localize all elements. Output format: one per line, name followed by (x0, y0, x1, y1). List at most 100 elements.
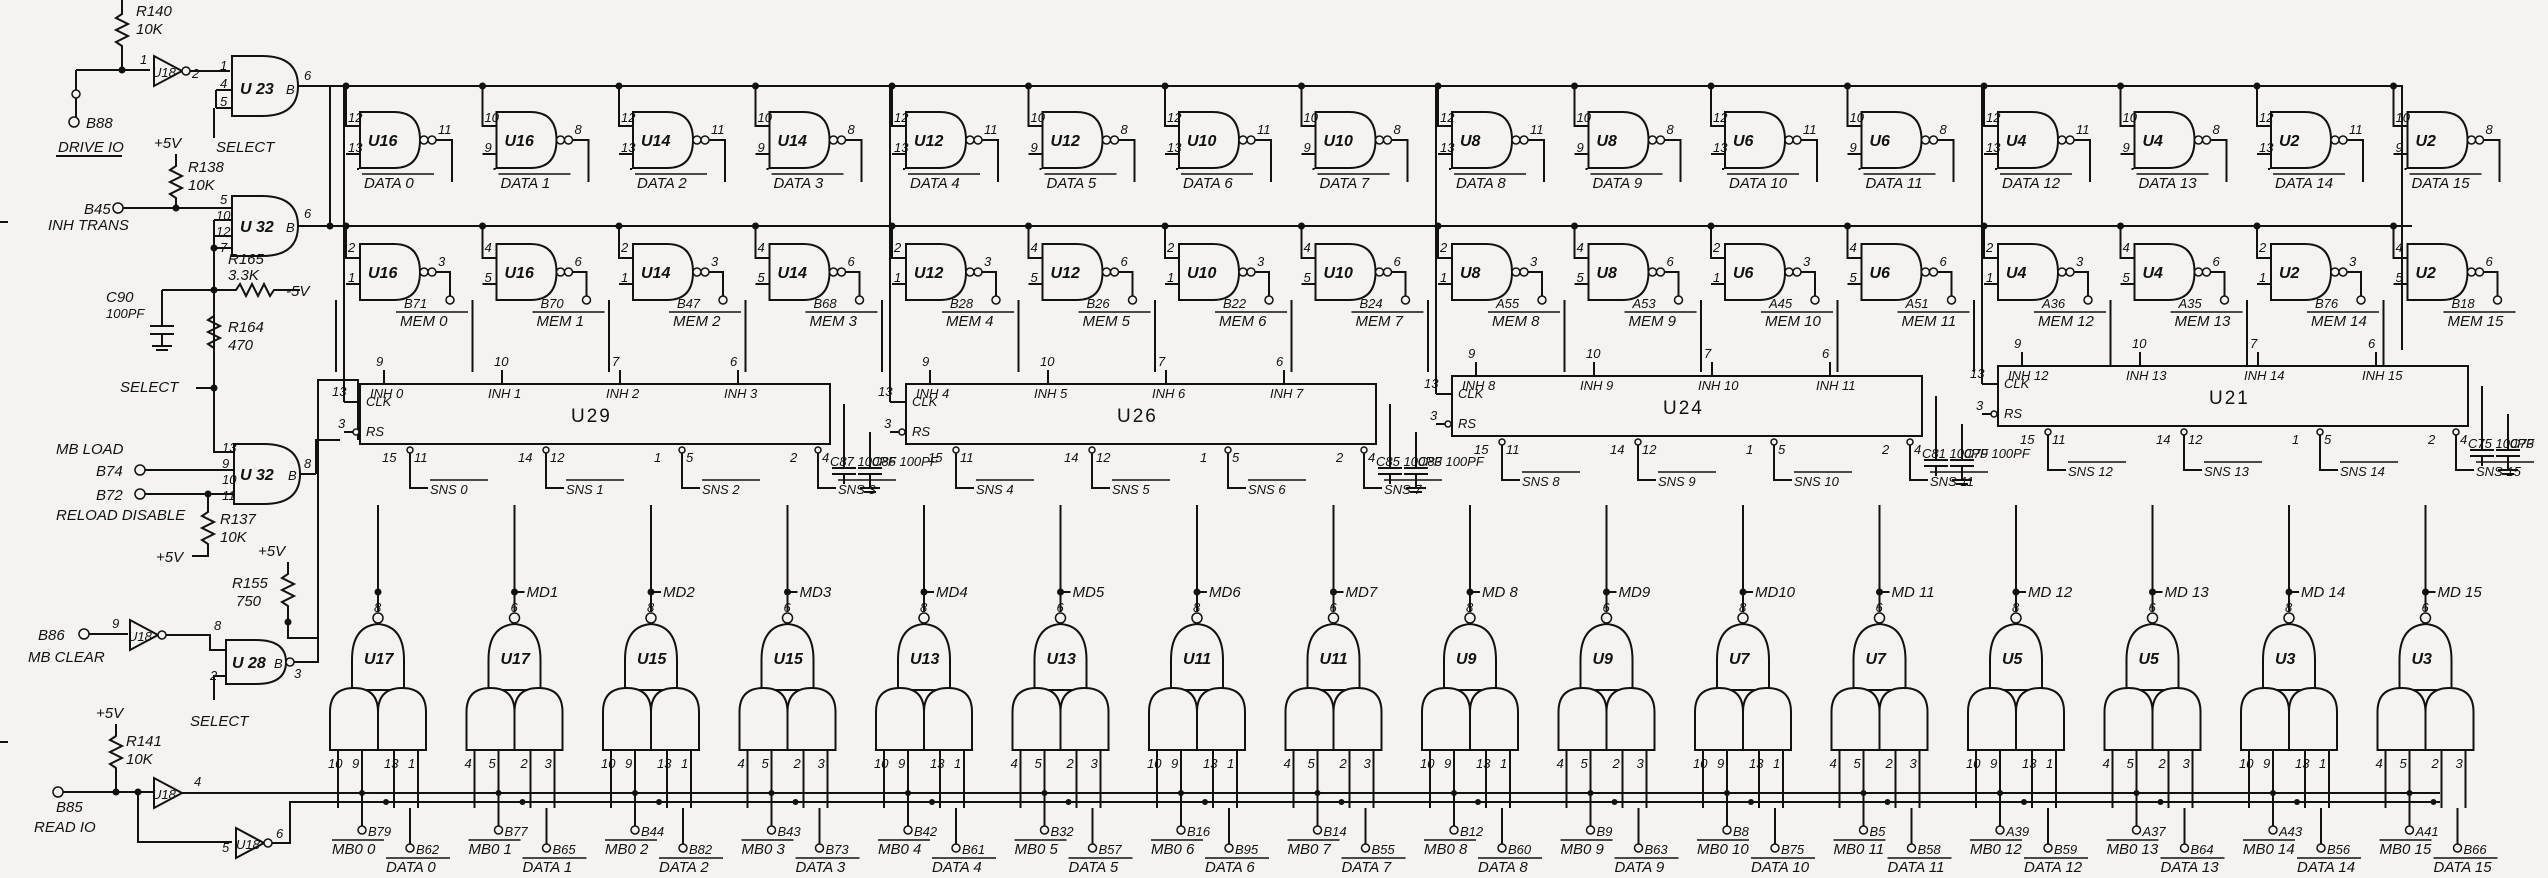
and-gate-body (2376, 686, 2427, 751)
edge-pin-label: A35 (2178, 296, 2203, 311)
and-gate-body (1421, 686, 1471, 751)
edge-pin (2083, 295, 2093, 305)
r141-label: R141 (126, 733, 162, 750)
svg-text:4: 4 (1368, 450, 1375, 465)
edge-pin (1946, 295, 1957, 305)
reload-disable-label: RELOAD DISABLE (56, 507, 186, 524)
data-line-label: DATA 10 (1751, 859, 1810, 876)
svg-text:10: 10 (1304, 110, 1319, 125)
r138-value: 10K (188, 177, 216, 194)
and-gate-body (377, 686, 427, 751)
gate-unit-label: U12 (1051, 133, 1080, 150)
edge-pin-label: B68 (814, 296, 838, 311)
svg-text:4: 4 (1031, 240, 1038, 255)
and-gate-body (1694, 686, 1744, 751)
data-line-label: DATA 5 (1069, 859, 1119, 876)
svg-text:11: 11 (984, 122, 998, 137)
and-gate-body (1148, 686, 1198, 751)
svg-text:9: 9 (1304, 140, 1311, 155)
mb-pin-label: B43 (778, 824, 802, 839)
mb-edge-pin (2268, 825, 2278, 835)
svg-text:6: 6 (730, 354, 738, 369)
svg-text:4: 4 (758, 240, 765, 255)
svg-text:1: 1 (140, 52, 147, 67)
mb-pin-label: B12 (1460, 824, 1484, 839)
svg-text:4: 4 (2103, 756, 2110, 771)
svg-text:13: 13 (222, 440, 237, 455)
u23-label: U 23 (240, 81, 274, 98)
sns-line-label: SNS 12 (2068, 464, 2114, 479)
svg-text:12: 12 (550, 450, 565, 465)
mb-pin-label: B8 (1733, 824, 1750, 839)
svg-text:1: 1 (1200, 450, 1207, 465)
mb-edge-pin (1858, 825, 1869, 835)
svg-text:5: 5 (762, 756, 770, 771)
svg-text:2: 2 (1712, 240, 1721, 255)
svg-text:13: 13 (1986, 140, 2001, 155)
svg-text:1: 1 (1167, 270, 1174, 285)
data-pin-label: B75 (1781, 842, 1805, 857)
data-edge-pin (1087, 843, 1098, 853)
mem-line-label: MEM 4 (946, 313, 994, 330)
mb-edge-pin (2404, 825, 2415, 835)
svg-text:13: 13 (621, 140, 636, 155)
svg-text:13: 13 (348, 140, 363, 155)
gate-unit-label: U12 (1051, 265, 1080, 282)
mb-edge-pin (630, 825, 640, 835)
svg-text:10: 10 (494, 354, 509, 369)
svg-text:10: 10 (758, 110, 773, 125)
svg-text:8: 8 (2213, 122, 2221, 137)
svg-text:10: 10 (1586, 346, 1601, 361)
svg-text:10: 10 (1420, 756, 1435, 771)
r138-label: R138 (188, 159, 225, 176)
drive-io-label: DRIVE IO (58, 139, 124, 156)
mb-edge-pin (1995, 825, 2005, 835)
clk-pin-label: CLK (912, 394, 939, 409)
sns-line-label: SNS 3 (838, 482, 876, 497)
sns-line-label: SNS 7 (1384, 482, 1422, 497)
inh-pin-label: INH 9 (1580, 378, 1613, 393)
and-gate-body (1469, 686, 1519, 751)
sns-line-label: SNS 11 (1930, 474, 1974, 489)
register-body (1451, 375, 1923, 437)
and-gate-body (1605, 686, 1656, 751)
gate-unit-label: U5 (2002, 651, 2024, 668)
svg-text:2: 2 (1335, 450, 1344, 465)
mem-line-label: MEM 8 (1492, 313, 1540, 330)
sns-line-label: SNS 8 (1522, 474, 1560, 489)
mem-line-label: MEM 3 (810, 313, 858, 330)
svg-text:5: 5 (489, 756, 497, 771)
u18-bot2-label: U18 (236, 837, 261, 852)
svg-text:5: 5 (1304, 270, 1312, 285)
mem-line-label: MEM 5 (1083, 313, 1131, 330)
inh-pin-label: INH 2 (606, 386, 640, 401)
svg-text:5: 5 (222, 840, 230, 855)
svg-text:9: 9 (222, 456, 229, 471)
r141-value: 10K (126, 751, 154, 768)
svg-text:15: 15 (928, 450, 943, 465)
and-gate-body (2103, 686, 2154, 751)
svg-text:6: 6 (2149, 600, 2157, 615)
svg-text:9: 9 (1850, 140, 1857, 155)
inh-pin-label: INH 7 (1270, 386, 1304, 401)
mem-line-label: MEM 11 (1902, 313, 1957, 330)
u18-mid-label: U18 (128, 629, 153, 644)
md-line-label: MD3 (800, 584, 832, 601)
data-edge-pin (2043, 843, 2053, 853)
edge-pin-label: A55 (1495, 296, 1520, 311)
data-line-label: DATA 13 (2139, 175, 2198, 192)
svg-text:3: 3 (2349, 254, 2357, 269)
svg-text:3: 3 (984, 254, 992, 269)
svg-text:4: 4 (1557, 756, 1564, 771)
gate-unit-label: U16 (505, 265, 534, 282)
inh-trans-label: INH TRANS (48, 217, 129, 234)
u28-label: U 28 (232, 655, 266, 672)
gate-unit-label: U15 (774, 651, 804, 668)
svg-text:B: B (286, 220, 295, 235)
svg-text:12: 12 (1642, 442, 1657, 457)
svg-text:6: 6 (511, 600, 519, 615)
svg-text:6: 6 (1940, 254, 1948, 269)
svg-text:5: 5 (2400, 756, 2408, 771)
